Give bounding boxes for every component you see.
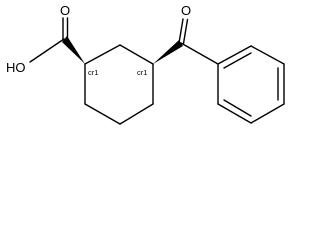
phenyl-bond-4	[250, 103, 285, 124]
ring-bond-c4-c5	[119, 103, 154, 125]
molecule-structure: O HO O cr1 cr1	[6, 3, 285, 125]
phenyl-bond-2	[250, 45, 285, 65]
phenyl-inner-bond-c	[223, 99, 252, 117]
ring-bond-c1-c2	[84, 44, 121, 65]
wedge-bond-c1-carboxyl	[62, 36, 85, 64]
carboxyl-single-bond-oh	[29, 38, 65, 63]
stereo-label-c1: cr1	[88, 68, 98, 77]
wedge-bond-c3-ketone	[153, 40, 183, 64]
ring-bond-c2-c3	[119, 44, 154, 65]
stereo-label-c3: cr1	[137, 68, 147, 77]
ring-bond-c5-c6	[84, 103, 121, 125]
hydroxyl-label: HO	[6, 60, 26, 75]
ketone-double-bond-a	[178, 18, 184, 44]
structure-canvas: O HO O cr1 cr1	[6, 3, 285, 125]
ketone-double-bond-b	[182, 18, 189, 45]
phenyl-bond-5	[217, 103, 252, 124]
phenyl-bond-1	[217, 45, 252, 65]
ketone-to-phenyl-bond	[180, 42, 219, 65]
ketone-oxygen-label: O	[181, 3, 191, 18]
carboxyl-oxygen-label: O	[60, 3, 70, 18]
phenyl-inner-bond-a	[223, 52, 252, 69]
